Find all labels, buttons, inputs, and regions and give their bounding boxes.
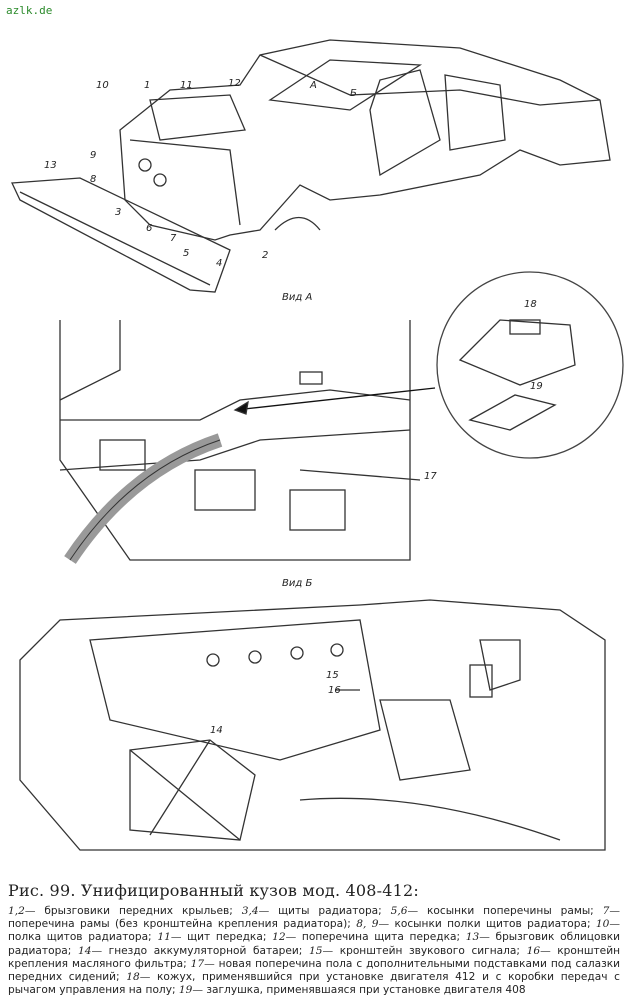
legend-item-text: щиты радиатора; <box>269 905 391 917</box>
callout-11: 11 <box>180 80 193 91</box>
callout-2: 2 <box>262 250 269 261</box>
legend-item-number: 5,6— <box>390 905 419 917</box>
legend-item-text: брызговики передних крыльев; <box>35 905 242 917</box>
callout-19: 19 <box>530 381 543 392</box>
legend-item-number: 12— <box>272 931 297 944</box>
legend-item-text: новая поперечина пола с дополнительными … <box>8 957 621 984</box>
figure-caption-legend: 1,2— брызговики передних крыльев; 3,4— щ… <box>8 905 620 997</box>
legend-item-text: гнездо аккумуляторной батареи; <box>102 944 309 957</box>
arrow-label-b: Б <box>350 88 357 99</box>
legend-item-number: 19— <box>178 984 203 997</box>
legend-item-text: заглушка, применявшаяся при установке дв… <box>203 984 526 997</box>
site-watermark: azlk.de <box>6 4 53 17</box>
callout-13: 13 <box>44 160 57 171</box>
legend-item-text: кронштейн крепления масляного фильтра; <box>8 944 621 970</box>
callout-6: 6 <box>146 223 153 234</box>
legend-item-number: 18— <box>126 971 151 984</box>
callout-12: 12 <box>228 78 241 89</box>
callout-4: 4 <box>216 258 223 269</box>
legend-item-text: поперечина рамы (без кронштейна креплени… <box>8 918 357 931</box>
legend-item-number: 15— <box>309 944 334 957</box>
legend-item-text: косынки поперечины рамы; <box>418 905 603 917</box>
legend-item-text: брызговик облицовки радиатора; <box>8 931 620 957</box>
legend-item-number: 3,4— <box>241 905 270 917</box>
callout-18: 18 <box>524 299 537 310</box>
legend-item-number: 8, 9— <box>356 918 390 931</box>
legend-item-text: кронштейн звукового сигнала; <box>333 944 527 957</box>
legend-item-number: 7— <box>602 905 621 917</box>
figure-caption-title: Рис. 99. Унифицированный кузов мод. 408-… <box>8 881 420 900</box>
callout-14: 14 <box>210 725 223 736</box>
callout-1: 1 <box>144 80 151 91</box>
callout-10: 10 <box>96 80 109 91</box>
view-a-label: Вид А <box>282 292 313 303</box>
legend-item-number: 10— <box>595 918 620 931</box>
callout-7: 7 <box>170 233 177 244</box>
callout-5: 5 <box>183 248 190 259</box>
legend-item-number: 13— <box>465 931 490 944</box>
legend-item-text: косынки полки щитов радиатора; <box>389 918 596 931</box>
callout-9: 9 <box>90 150 97 161</box>
arrow-label-a: А <box>310 80 317 91</box>
callout-8: 8 <box>90 174 97 185</box>
engine-bay-view-b-drawing <box>19 599 606 851</box>
floor-view-a-drawing <box>59 271 624 564</box>
legend-item-text: щит передка; <box>181 931 273 944</box>
view-b-label: Вид Б <box>282 578 313 589</box>
technical-drawing <box>11 39 624 851</box>
callout-3: 3 <box>115 207 122 218</box>
legend-item-number: 14— <box>77 944 103 957</box>
legend-item-number: 11— <box>157 931 182 944</box>
callout-17: 17 <box>424 471 437 482</box>
callout-15: 15 <box>326 670 339 681</box>
callout-16: 16 <box>328 685 341 696</box>
legend-item-number: 17— <box>190 957 215 970</box>
legend-item-text: полка щитов радиатора; <box>8 931 158 944</box>
car-body-drawing <box>11 39 611 293</box>
legend-item-number: 16— <box>526 944 551 957</box>
legend-item-text: поперечина щита передка; <box>296 931 466 944</box>
legend-item-number: 1,2— <box>8 905 36 917</box>
legend-item-text: кожух, применявшийся при установке двига… <box>8 971 620 997</box>
